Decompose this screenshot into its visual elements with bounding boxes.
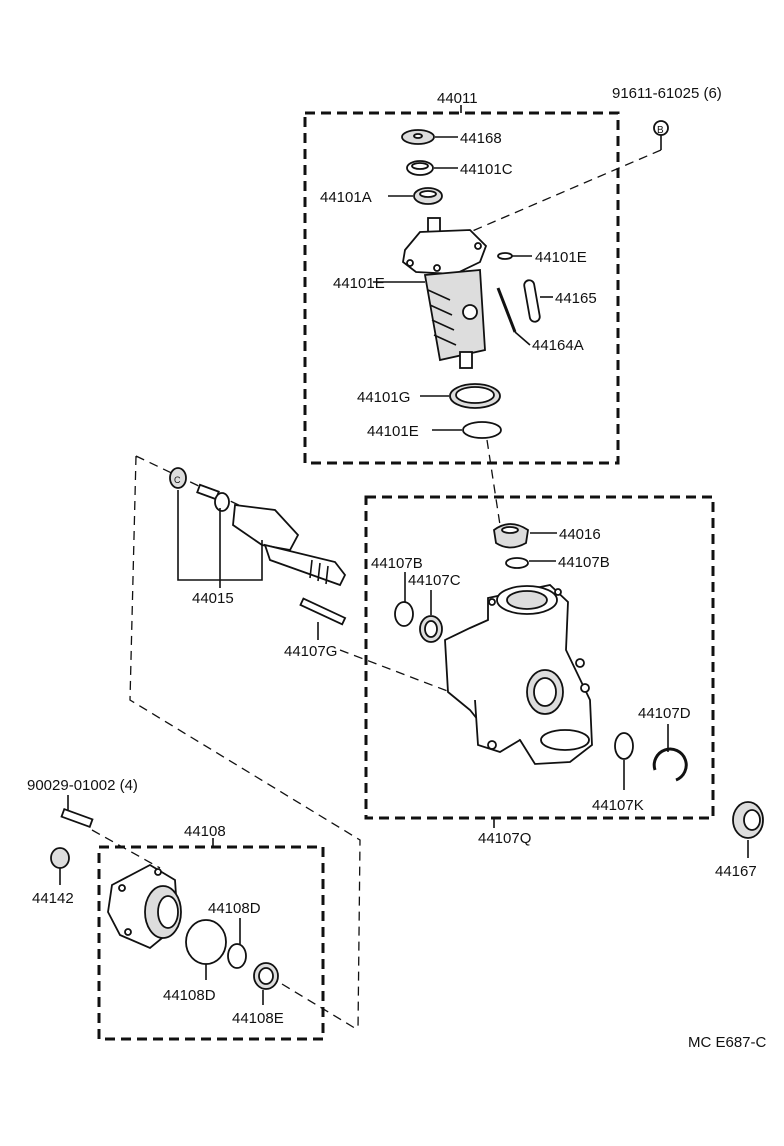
label-44142: 44142 [32,890,74,907]
symbol-b-text: B [657,125,664,136]
label-44015: 44015 [192,590,234,607]
label-44107d: 44107D [638,705,691,722]
group-box-44011 [303,111,620,465]
label-44011: 44011 [437,90,478,107]
oring-44101e-lower-icon [462,421,502,439]
label-44168: 44168 [460,130,502,147]
bolt-90029-icon [60,807,94,829]
label-44101a: 44101A [320,189,372,206]
valve-assembly-icon [402,217,488,369]
snap-ring-44107d-icon [652,747,688,782]
symbol-c-text: C [174,475,181,485]
seal-ring-44165-icon [523,279,541,323]
seal-44164a-icon [496,287,517,333]
label-44108e: 44108E [232,1010,284,1027]
label-44164a: 44164A [532,337,584,354]
oring-44101e-small-icon [497,252,513,260]
label-44107q: 44107Q [478,830,531,847]
oring-44108d-large-icon [185,919,227,965]
label-44108: 44108 [184,823,226,840]
end-cover-44108-icon [107,863,182,950]
oring-44107b-small-icon [505,557,529,569]
label-44101g: 44101G [357,389,410,406]
label-44107k: 44107K [592,797,644,814]
group-box-44107q [364,495,715,820]
label-44107b-right: 44107B [558,554,610,571]
group-box-44108 [97,845,325,1041]
label-44107g: 44107G [284,643,337,660]
oring-44108d-small-icon [227,943,247,969]
label-44101c: 44101C [460,161,513,178]
label-44101e-upper: 44101E [333,275,385,292]
label-44108d-lower: 44108D [163,987,216,1004]
label-44165: 44165 [555,290,597,307]
stud-44107g-icon [299,597,347,626]
washer-44142-icon [50,847,70,869]
label-44107c: 44107C [408,572,461,589]
label-44101e-right: 44101E [535,249,587,266]
label-44108d-upper: 44108D [208,900,261,917]
label-44107b-left: 44107B [371,555,423,572]
label-91611-61025: 91611-61025 (6) [612,85,722,102]
oring-44107k-icon [614,732,634,760]
diagram-code: MC E687-C [688,1034,767,1051]
pinion-group-outline [129,455,361,1031]
label-44167: 44167 [715,863,757,880]
label-90029-01002: 90029-01002 (4) [27,777,138,794]
pinion-44015-icon: C [169,467,347,587]
oring-44107b-icon [394,601,414,627]
label-44016: 44016 [559,526,601,543]
label-44101e-lower: 44101E [367,423,419,440]
gear-housing-icon [444,584,593,765]
